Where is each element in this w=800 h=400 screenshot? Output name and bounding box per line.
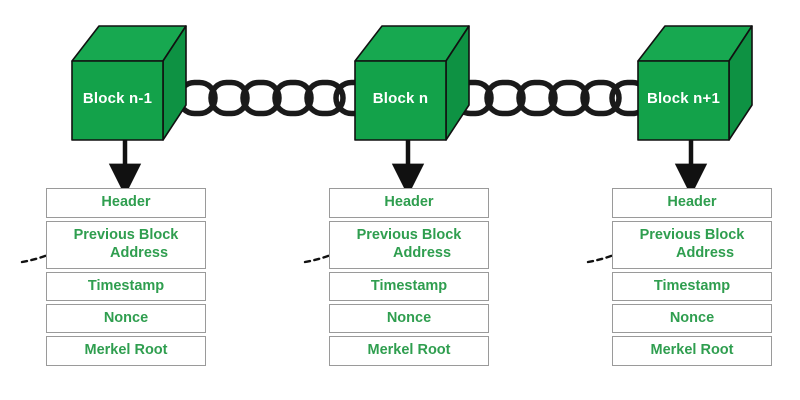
block-cube-n-plus-1 [637, 25, 753, 141]
field-box-previous-block-address[interactable]: Previous Block Address [329, 221, 489, 269]
field-line-1: Previous Block [356, 227, 462, 244]
cube-front-face [637, 60, 730, 141]
cube-front-face [71, 60, 164, 141]
field-box-previous-block-address[interactable]: Previous Block Address [612, 221, 772, 269]
field-box-merkel-root[interactable]: Merkel Root [612, 336, 772, 366]
field-box-nonce[interactable]: Nonce [46, 304, 206, 333]
field-box-header[interactable]: Header [46, 188, 206, 218]
field-line-2: Address [109, 245, 169, 261]
chain-link [580, 79, 622, 117]
chain-link [240, 79, 282, 117]
chain-link [272, 79, 314, 117]
field-line-2: Address [675, 245, 735, 261]
field-box-header[interactable]: Header [612, 188, 772, 218]
field-line-2: Address [392, 245, 452, 261]
field-box-timestamp[interactable]: Timestamp [612, 272, 772, 301]
field-box-header[interactable]: Header [329, 188, 489, 218]
chain-link-connector-right [452, 79, 651, 117]
field-box-timestamp[interactable]: Timestamp [46, 272, 206, 301]
field-box-previous-block-address[interactable]: Previous Block Address [46, 221, 206, 269]
block-cube-n-minus-1 [71, 25, 187, 141]
chain-link [208, 79, 250, 117]
field-line-1: Previous Block [639, 227, 745, 244]
chain-link [548, 79, 590, 117]
field-box-nonce[interactable]: Nonce [612, 304, 772, 333]
chain-link-connector-left [176, 79, 375, 117]
chain-link [304, 79, 346, 117]
field-line-1: Previous Block [73, 227, 179, 244]
cube-front-face [354, 60, 447, 141]
block-cube-n [354, 25, 470, 141]
field-box-nonce[interactable]: Nonce [329, 304, 489, 333]
chain-link [516, 79, 558, 117]
chain-link [484, 79, 526, 117]
field-box-merkel-root[interactable]: Merkel Root [329, 336, 489, 366]
down-arrow-group [108, 140, 708, 196]
field-box-timestamp[interactable]: Timestamp [329, 272, 489, 301]
field-box-merkel-root[interactable]: Merkel Root [46, 336, 206, 366]
